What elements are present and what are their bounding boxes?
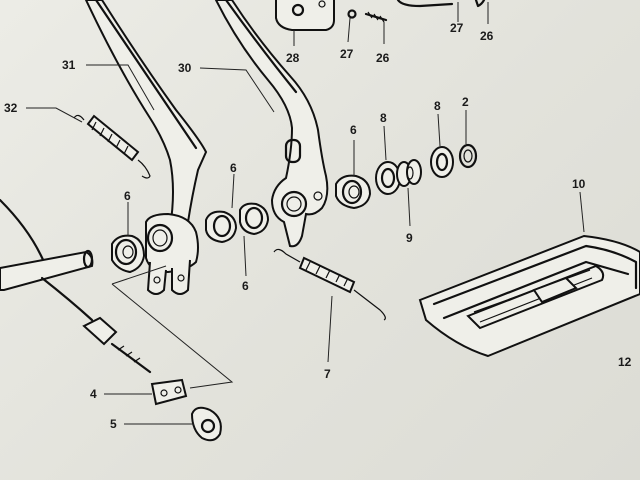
callout-28: 28 xyxy=(286,51,300,65)
callout-leaders xyxy=(26,2,585,425)
part-31-pedal-arm xyxy=(84,0,208,295)
part-30-pedal-arm xyxy=(214,0,329,248)
callout-10: 10 xyxy=(572,177,586,191)
callout-2: 2 xyxy=(462,95,469,109)
callout-26-right: 26 xyxy=(480,29,494,43)
callout-6-right: 6 xyxy=(350,123,357,137)
part-8-washer-b xyxy=(430,146,454,178)
callout-8-a: 8 xyxy=(380,111,387,125)
assembly-leader-top xyxy=(111,265,167,285)
part-7-return-spring xyxy=(273,248,386,321)
frame-edge-line xyxy=(0,198,46,264)
part-6-bushing-middle-a xyxy=(205,210,238,244)
callout-8-b: 8 xyxy=(434,99,441,113)
callout-6-middle-top: 6 xyxy=(230,161,237,175)
part-6-bushing-right xyxy=(335,174,372,210)
part-4-clevis xyxy=(150,378,188,406)
part-top-right-plate xyxy=(396,0,486,8)
pedal-shaft xyxy=(0,249,94,291)
part-6-bushing-middle-b xyxy=(239,202,270,236)
part-2-circlip xyxy=(458,143,478,169)
callout-27-right: 27 xyxy=(450,21,464,35)
callout-7: 7 xyxy=(324,367,331,381)
part-9-spring-coil xyxy=(396,159,422,187)
callout-labels: 31 30 32 6 6 6 6 8 8 2 9 7 10 12 4 5 28 … xyxy=(4,21,632,431)
callout-6-middle-bottom: 6 xyxy=(242,279,249,293)
callout-32: 32 xyxy=(4,101,18,115)
part-26-screw-top xyxy=(364,11,388,23)
callout-6-left: 6 xyxy=(124,189,131,203)
part-6-bushing-left xyxy=(111,234,146,274)
callout-12: 12 xyxy=(618,355,632,369)
callout-31: 31 xyxy=(62,58,76,72)
callout-4: 4 xyxy=(90,387,97,401)
part-28-bracket xyxy=(275,0,335,31)
callout-26-left: 26 xyxy=(376,51,390,65)
callout-27-left: 27 xyxy=(340,47,354,61)
part-5-clevis-pin xyxy=(190,406,222,442)
linkage-cable xyxy=(40,276,152,374)
callout-30: 30 xyxy=(178,61,192,75)
assembly-leader-lines xyxy=(111,283,234,389)
part-27-bolt-top xyxy=(318,0,357,19)
part-32-spring xyxy=(73,114,151,179)
callout-9: 9 xyxy=(406,231,413,245)
part-10-pedal-pad xyxy=(418,234,640,358)
callout-5: 5 xyxy=(110,417,117,431)
